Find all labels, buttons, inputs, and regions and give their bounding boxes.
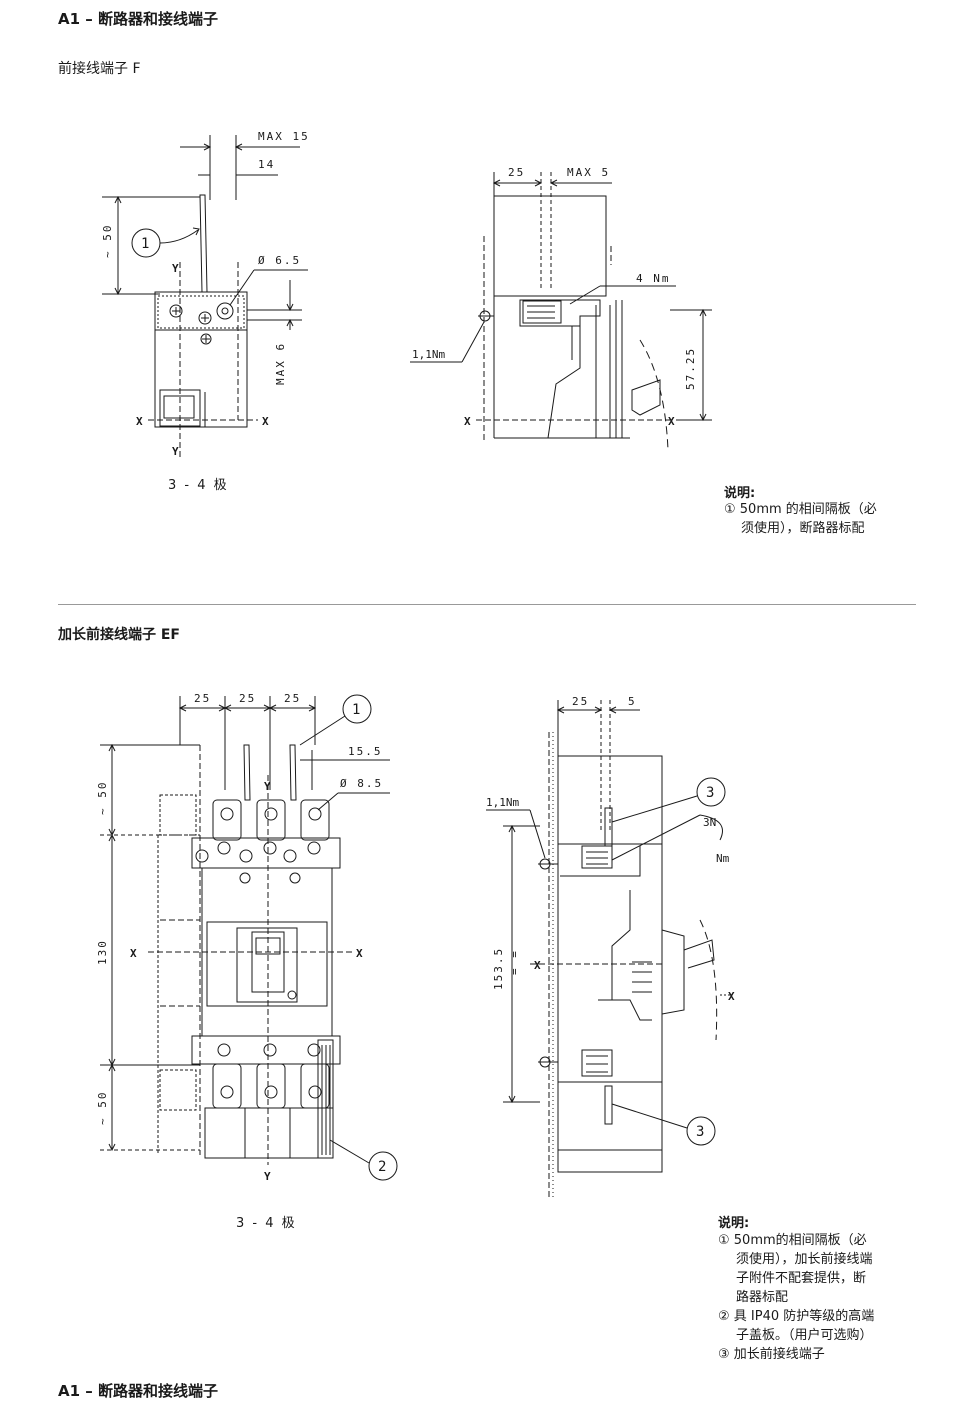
axis-x-left: X (136, 415, 143, 428)
section2-title: 加长前接线端子 EF (58, 627, 181, 643)
torque-3n: 3N (703, 816, 716, 829)
dim-130: 130 (96, 939, 109, 965)
torque-11nm: 1,1Nm (412, 348, 445, 361)
footer-title: A1 – 断路器和接线端子 (58, 1382, 218, 1400)
dim-5: 5 (628, 695, 637, 708)
axis-y-top: Y (264, 780, 271, 793)
dim-25: 25 (572, 695, 589, 708)
section2-note-line: 子盖板。（用户可选购） (736, 1328, 873, 1343)
section2-note-line: 须使用），加长前接线端 (736, 1252, 873, 1267)
dim-50-top: ~ 50 (96, 781, 109, 816)
section2-poles-label: 3 - 4 极 (236, 1216, 297, 1231)
dim-50: ~ 50 (101, 224, 114, 259)
axis-y-bottom: Y (264, 1170, 271, 1183)
max15-dim: MAX 15 (258, 130, 310, 143)
axis-x-right: X (668, 415, 675, 428)
section1-notes-title: 说明: (724, 486, 756, 501)
section2-notes-title: 说明: (718, 1216, 750, 1231)
axis-x-left: X (464, 415, 471, 428)
axis-x-right: X (356, 947, 363, 960)
section1-note-line: ① 50mm 的相间隔板（必 (724, 502, 877, 517)
torque-nm: Nm (716, 852, 730, 865)
section2-note-line: 路器标配 (736, 1290, 789, 1305)
page-title: A1 – 断路器和接线端子 (58, 10, 218, 28)
section-divider (58, 604, 916, 605)
section1-note-line: 须使用），断路器标配 (741, 521, 865, 536)
axis-x-left: X (534, 959, 541, 972)
section2-note-line: 子附件不配套提供，断 (736, 1271, 867, 1286)
callout-1: 1 (352, 702, 362, 718)
torque-4nm: 4 Nm (636, 272, 671, 285)
callout-1: 1 (141, 236, 151, 252)
max6-dim: MAX 6 (274, 342, 287, 385)
dim-155: 15.5 (348, 745, 383, 758)
dim-25: 25 (508, 166, 525, 179)
dim-5725: 57.25 (684, 347, 697, 390)
dim-50-bottom: ~ 50 (96, 1091, 109, 1126)
dim-1535: 153.5 (492, 947, 505, 990)
callout-3-top: 3 (706, 785, 716, 801)
section2-note-line: ② 具 IP40 防护等级的高端 (718, 1309, 875, 1324)
callout-3-bottom: 3 (696, 1124, 706, 1140)
section2-note-line: ① 50mm的相间隔板（必 (718, 1233, 867, 1248)
max5-dim: MAX 5 (567, 166, 610, 179)
dim-25-b: 25 (239, 692, 256, 705)
section1-poles-label: 3 - 4 极 (168, 478, 229, 493)
section1-title: 前接线端子 F (58, 61, 141, 77)
axis-y-bottom: Y (172, 445, 179, 458)
dim-14: 14 (258, 158, 275, 171)
dia-dim: Ø 6.5 (258, 254, 301, 267)
axis-y-top: Y (172, 262, 179, 275)
section2-note-line: ③ 加长前接线端子 (718, 1347, 825, 1362)
equal-mark: = = (508, 949, 521, 975)
axis-x-left: X (130, 947, 137, 960)
dim-25-a: 25 (194, 692, 211, 705)
torque-11nm: 1,1Nm (486, 796, 519, 809)
callout-2: 2 (378, 1159, 388, 1175)
axis-x-right: X (262, 415, 269, 428)
axis-x-right: X (728, 990, 735, 1003)
dim-25-c: 25 (284, 692, 301, 705)
dia-dim: Ø 8.5 (340, 777, 383, 790)
